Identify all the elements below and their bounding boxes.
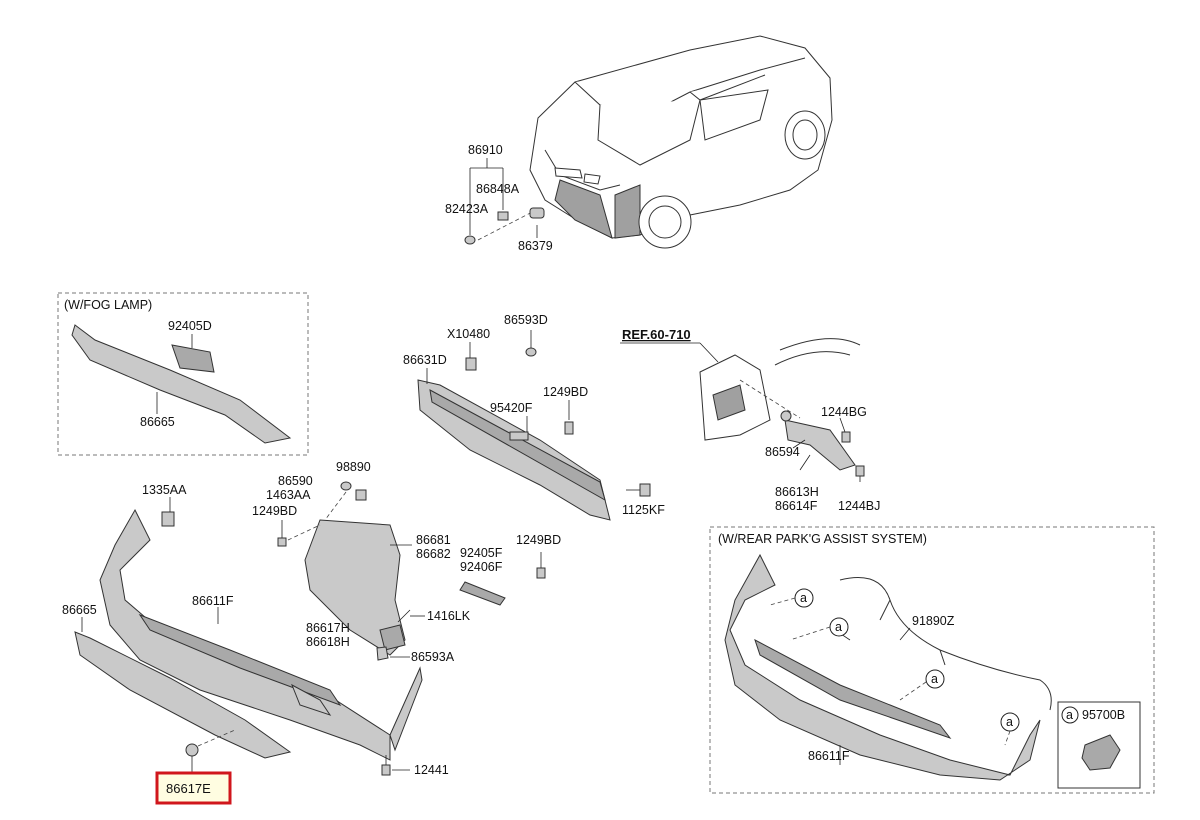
- label-1335AA: 1335AA: [142, 483, 187, 497]
- label-X10480: X10480: [447, 327, 490, 341]
- label-86594: 86594: [765, 445, 800, 459]
- ref-label: REF.60-710: [622, 327, 691, 342]
- reflector: [459, 552, 546, 606]
- label-86590: 86590: [278, 474, 313, 488]
- label-95420F: 95420F: [490, 401, 533, 415]
- label-86682: 86682: [416, 547, 451, 561]
- label-91890Z: 91890Z: [912, 614, 955, 628]
- label-1244BG: 1244BG: [821, 405, 867, 419]
- callout-a-4: a: [1006, 715, 1013, 729]
- corner-piece: [277, 481, 412, 656]
- label-86617H: 86617H: [306, 621, 350, 635]
- vehicle-illustration: [529, 35, 833, 249]
- label-86665: 86665: [62, 603, 97, 617]
- label-1244BJ: 1244BJ: [838, 499, 880, 513]
- label-86379: 86379: [518, 239, 553, 253]
- park-assist-box: [709, 526, 1155, 794]
- section-park-assist-label: (W/REAR PARK'G ASSIST SYSTEM): [718, 532, 927, 546]
- label-86848A: 86848A: [476, 182, 520, 196]
- label-12441: 12441: [414, 763, 449, 777]
- label-86665-fog: 86665: [140, 415, 175, 429]
- park-callouts: [769, 588, 1020, 746]
- label-1416LK: 1416LK: [427, 609, 471, 623]
- impact-beam: [417, 330, 651, 521]
- label-86611F-b: 86611F: [808, 749, 850, 763]
- callout-a-1: a: [800, 591, 807, 605]
- label-1249BD-b: 1249BD: [252, 504, 297, 518]
- label-86593D: 86593D: [504, 313, 548, 327]
- label-86910: 86910: [468, 143, 503, 157]
- callout-a-3: a: [931, 672, 938, 686]
- label-86681: 86681: [416, 533, 451, 547]
- label-86611F: 86611F: [192, 594, 234, 608]
- main-bumper: [99, 497, 423, 761]
- label-86614F: 86614F: [775, 499, 818, 513]
- label-86631D: 86631D: [403, 353, 447, 367]
- fog-lamp-parts: [71, 324, 292, 444]
- label-86618H: 86618H: [306, 635, 350, 649]
- sensor-bracket: [376, 609, 425, 661]
- label-95700B: 95700B: [1082, 708, 1125, 722]
- callout-a-inset: a: [1066, 708, 1073, 722]
- label-92406F: 92406F: [460, 560, 503, 574]
- park-assist-parts: [724, 553, 1052, 781]
- callout-a-2: a: [835, 620, 842, 634]
- label-86617E-highlighted[interactable]: 86617E: [166, 781, 211, 796]
- label-86593A: 86593A: [411, 650, 455, 664]
- label-92405D: 92405D: [168, 319, 212, 333]
- label-86613H: 86613H: [775, 485, 819, 499]
- label-92405F: 92405F: [460, 546, 503, 560]
- bottom-bolt: [381, 755, 410, 776]
- top-leaders: [464, 158, 545, 245]
- ref-section: [620, 338, 865, 482]
- label-1249BD-a: 1249BD: [543, 385, 588, 399]
- label-1249BD-c: 1249BD: [516, 533, 561, 547]
- lower-garnish: [74, 617, 292, 773]
- label-82423A: 82423A: [445, 202, 489, 216]
- label-1125KF: 1125KF: [622, 503, 665, 517]
- section-fog-lamp-label: (W/FOG LAMP): [64, 298, 152, 312]
- label-1463AA: 1463AA: [266, 488, 311, 502]
- sensor-inset: [1057, 701, 1141, 789]
- fog-lamp-box: [57, 292, 309, 456]
- label-98890: 98890: [336, 460, 371, 474]
- highlight-box: [155, 771, 232, 805]
